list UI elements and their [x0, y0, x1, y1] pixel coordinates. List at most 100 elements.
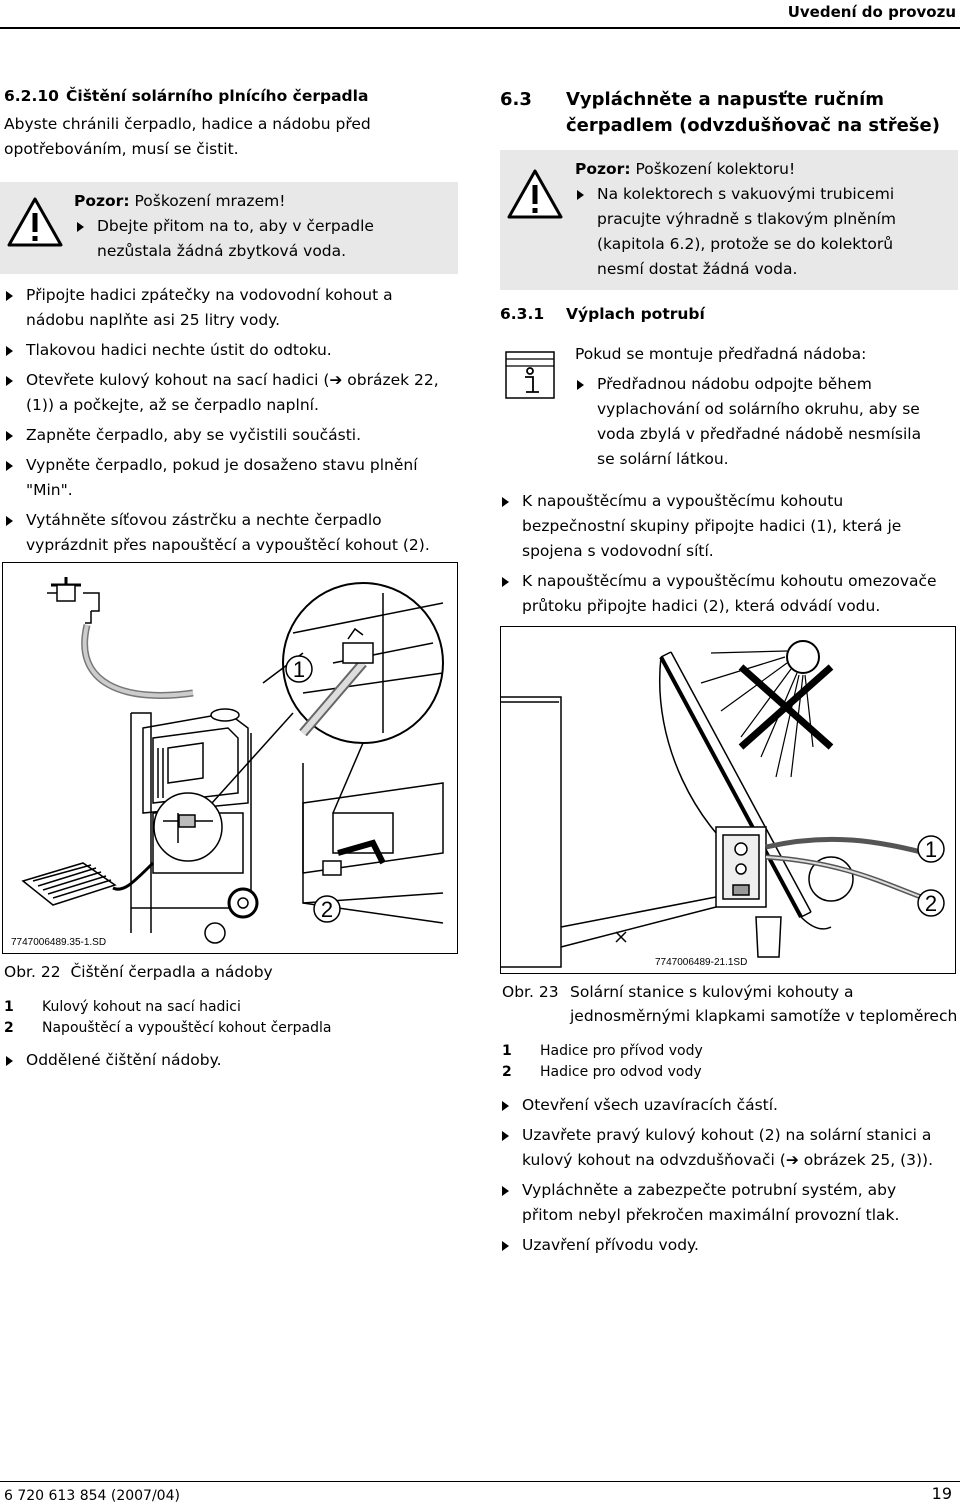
pump-cleaning-illustration: 1 2 7747006489.35-1.SD: [11, 577, 444, 948]
info-note-icon: [505, 351, 555, 399]
warning-heading: Pozor: Poškození kolektoru!: [575, 157, 795, 182]
caption-text-line: Solární stanice s kulovými kohouty a: [570, 983, 854, 1001]
step-line: kulový kohout na odvzdušňovači (➔ obráze…: [522, 1151, 934, 1169]
step-line: K napouštěcímu a vypouštěcímu kohoutu: [522, 492, 844, 510]
final-step: Oddělené čištění nádoby.: [4, 1048, 222, 1073]
caption-text-line: jednosměrnými klapkami samotíže v teplom…: [570, 1007, 958, 1025]
bullet-arrow-icon: [502, 497, 509, 507]
step-item: Vytáhněte síťovou zástrčku a nechte čerp…: [4, 508, 460, 558]
callout-1: 1: [285, 655, 313, 683]
info-text: Pokud se montuje předřadná nádoba:: [575, 345, 867, 363]
bullet-arrow-icon: [502, 577, 509, 587]
legend-key: 2: [4, 1020, 14, 1036]
bullet-arrow-icon: [6, 431, 13, 441]
subsection-number: 6.3.1: [500, 305, 545, 323]
warning-label: Pozor:: [74, 192, 130, 210]
bullet-arrow-icon: [577, 380, 584, 390]
header-title: Uvedení do provozu: [787, 3, 956, 21]
bullet-line: voda zbylá v předřadné nádobě nesmísila: [597, 425, 922, 443]
bullet-arrow-icon: [502, 1241, 509, 1251]
step-line: bezpečnostní skupiny připojte hadici (1)…: [522, 517, 902, 535]
step-item: K napouštěcímu a vypouštěcímu kohoutu om…: [500, 569, 960, 619]
step-line: Vypláchněte a zabezpečte potrubní systém…: [522, 1181, 897, 1199]
step-item: Vypněte čerpadlo, pokud je dosaženo stav…: [4, 453, 460, 503]
bullet-line: Na kolektorech s vakuovými trubicemi: [597, 185, 895, 203]
warning-box-collector: Pozor: Poškození kolektoru! Na kolektore…: [500, 150, 958, 290]
step-line: spojena s vodovodní sítí.: [522, 542, 714, 560]
step-line: Vypněte čerpadlo, pokud je dosaženo stav…: [26, 456, 418, 474]
bullet-line: vyplachování od solárního okruhu, aby se: [597, 400, 920, 418]
step-line: "Min".: [26, 481, 73, 499]
callout-2: 2: [313, 895, 341, 923]
warning-heading: Pozor: Poškození mrazem!: [74, 189, 285, 214]
step-line: K napouštěcímu a vypouštěcímu kohoutu om…: [522, 572, 937, 590]
step-line: Oddělené čištění nádoby.: [26, 1051, 222, 1069]
steps-list: Připojte hadici zpátečky na vodovodní ko…: [4, 283, 460, 563]
page-number: 19: [931, 1484, 952, 1503]
step-item: Zapněte čerpadlo, aby se vyčistili součá…: [4, 423, 460, 448]
bullet-arrow-icon: [6, 291, 13, 301]
legend-key: 2: [502, 1064, 512, 1080]
callout-2-label: 2: [321, 897, 333, 922]
final-steps: Otevření všech uzavíracích částí. Uzavře…: [500, 1093, 960, 1263]
step-line: Připojte hadici zpátečky na vodovodní ko…: [26, 286, 393, 304]
page-header: Uvedení do provozu: [0, 0, 960, 29]
legend-key: 1: [502, 1043, 512, 1059]
info-bullet: Předřadnou nádobu odpojte během vyplacho…: [575, 372, 921, 472]
step-item: Uzavření přívodu vody.: [500, 1233, 960, 1258]
bullet-arrow-icon: [502, 1186, 509, 1196]
footer-rule: [0, 1481, 960, 1482]
subsection-title: Výplach potrubí: [566, 305, 705, 323]
bullet-arrow-icon: [6, 461, 13, 471]
bullet-line: se solární látkou.: [597, 450, 729, 468]
legend-text: Napouštěcí a vypouštěcí kohout čerpadla: [42, 1020, 332, 1036]
callout-2-label: 2: [925, 891, 937, 916]
section-number: 6.2.10: [4, 87, 59, 105]
legend-row: 2 Hadice pro odvod vody: [502, 1062, 703, 1083]
step-line: Tlakovou hadici nechte ústit do odtoku.: [26, 341, 332, 359]
intro-line: opotřebováním, musí se čistit.: [4, 140, 239, 158]
bullet-line: pracujte výhradně s tlakovým plněním: [597, 210, 896, 228]
figure-22-caption: Obr. 22 Čištění čerpadla a nádoby: [4, 960, 273, 984]
step-line: Uzavření přívodu vody.: [522, 1236, 699, 1254]
warning-label: Pozor:: [575, 160, 631, 178]
bullet-line: Dbejte přitom na to, aby v čerpadle: [97, 217, 374, 235]
callout-2: 2: [917, 889, 945, 917]
solar-station-illustration: 1 2 7747006489-21.1SD: [501, 640, 945, 968]
step-item: Tlakovou hadici nechte ústit do odtoku.: [4, 338, 460, 363]
figure-22: 1 2 7747006489.35-1.SD: [2, 562, 458, 954]
bullet-arrow-icon: [6, 1056, 13, 1066]
step-line: průtoku připojte hadici (2), která odvád…: [522, 597, 881, 615]
bullet-arrow-icon: [502, 1101, 509, 1111]
warning-bullet: Dbejte přitom na to, aby v čerpadle nezů…: [75, 214, 374, 264]
step-item: Uzavřete pravý kulový kohout (2) na solá…: [500, 1123, 960, 1173]
bullet-line: nezůstala žádná zbytková voda.: [97, 242, 347, 260]
figure-code: 7747006489.35-1.SD: [11, 937, 106, 948]
warning-triangle-icon: [7, 197, 63, 247]
step-line: Zapněte čerpadlo, aby se vyčistili součá…: [26, 426, 362, 444]
callout-1-label: 1: [925, 837, 937, 862]
step-line: přitom nebyl překročen maximální provozn…: [522, 1206, 900, 1224]
figure-code: 7747006489-21.1SD: [655, 957, 747, 968]
legend-text: Hadice pro odvod vody: [540, 1064, 702, 1080]
bullet-arrow-icon: [77, 222, 84, 232]
bullet-line: nesmí dostat žádná voda.: [597, 260, 798, 278]
bullet-arrow-icon: [6, 376, 13, 386]
step-line: (1)) a počkejte, až se čerpadlo naplní.: [26, 396, 319, 414]
step-line: Vytáhněte síťovou zástrčku a nechte čerp…: [26, 511, 382, 529]
warning-triangle-icon: [507, 169, 563, 219]
bullet-line: Předřadnou nádobu odpojte během: [597, 375, 872, 393]
step-item: Vypláchněte a zabezpečte potrubní systém…: [500, 1178, 960, 1228]
warning-box: Pozor: Poškození mrazem! Dbejte přitom n…: [0, 182, 458, 274]
callout-1-label: 1: [293, 657, 305, 682]
step-item: Otevřete kulový kohout na sací hadici (➔…: [4, 368, 460, 418]
step-line: Uzavřete pravý kulový kohout (2) na solá…: [522, 1126, 932, 1144]
info-box: Pokud se montuje předřadná nádoba: Předř…: [500, 338, 958, 470]
section-title-line: Vypláchněte a napusťte ručním: [566, 89, 885, 110]
legend-text: Kulový kohout na sací hadici: [42, 999, 241, 1015]
bullet-arrow-icon: [6, 516, 13, 526]
